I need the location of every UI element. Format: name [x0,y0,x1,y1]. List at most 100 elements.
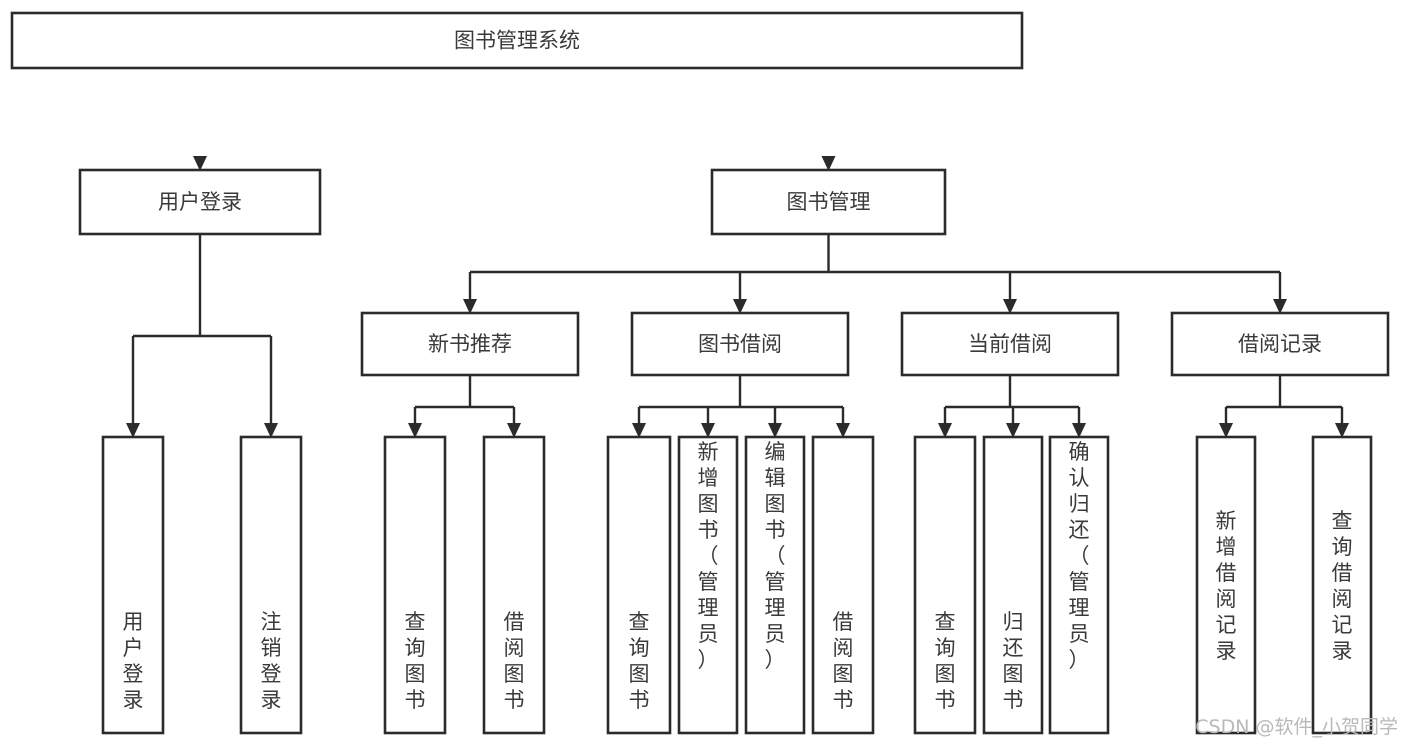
svg-text:管: 管 [698,570,719,594]
svg-text:）: ） [698,648,719,672]
svg-text:书: 书 [765,518,786,542]
svg-text:图: 图 [935,662,956,686]
node-box-book-manage [710,168,947,236]
svg-text:书: 书 [629,688,650,712]
node-box-leaf-query-book-recommend [383,435,447,735]
svg-text:管: 管 [1069,570,1090,594]
watermark-layer: CSDN @软件_小贺同学 [1195,716,1398,738]
arrow-head-icon [264,423,278,438]
svg-text:员: 员 [1069,622,1090,646]
node-box-new-book-recommend [360,311,580,377]
arrow-head-icon [821,156,836,171]
svg-text:理: 理 [698,596,719,620]
svg-text:书: 书 [698,518,719,542]
arrow-head-icon [126,423,140,438]
svg-text:记: 记 [1332,613,1353,637]
arrow-head-icon [768,423,782,438]
node-box-current-borrow [900,311,1120,377]
svg-text:登: 登 [123,662,144,686]
connector-layer [126,68,1349,438]
node-borrow-record[interactable]: 借阅记录 [1170,311,1390,377]
csdn-watermark: CSDN @软件_小贺同学 [1195,716,1398,738]
svg-text:阅: 阅 [1332,587,1353,611]
svg-text:记: 记 [1216,613,1237,637]
svg-text:询: 询 [935,636,956,660]
arrow-head-icon [632,423,646,438]
svg-text:阅: 阅 [833,636,854,660]
svg-text:录: 录 [1332,639,1353,663]
arrow-head-icon [1219,423,1233,438]
node-box-leaf-user-login [101,435,165,735]
svg-text:归: 归 [1003,610,1024,634]
node-box-leaf-borrow-book [811,435,875,735]
node-box-root [10,11,1024,70]
svg-text:登: 登 [261,662,282,686]
arrow-head-icon [1006,423,1020,438]
svg-text:确: 确 [1069,440,1090,464]
svg-text:增: 增 [1216,535,1237,559]
svg-text:图: 图 [765,492,786,516]
svg-text:（: （ [765,544,786,568]
node-label-user-login: 用户登录 [158,190,242,214]
node-book-borrow[interactable]: 图书借阅 [630,311,850,377]
svg-text:）: ） [765,648,786,672]
node-box-leaf-query-borrow-record [1311,435,1373,735]
svg-text:注: 注 [261,610,282,634]
arrow-head-icon [507,423,521,438]
svg-text:录: 录 [1216,639,1237,663]
svg-text:借: 借 [833,610,854,634]
node-box-leaf-query-book-borrow [606,435,672,735]
svg-text:新: 新 [1216,509,1237,533]
node-layer: 图书管理系统用户登录图书管理新书推荐图书借阅当前借阅借阅记录用户登录注销登录查询… [10,11,1390,735]
node-box-leaf-borrow-book-recommend [482,435,546,735]
svg-text:录: 录 [261,688,282,712]
node-box-book-borrow [630,311,850,377]
node-book-manage[interactable]: 图书管理 [710,168,947,236]
svg-text:（: （ [698,544,719,568]
svg-text:员: 员 [698,622,719,646]
arrow-head-icon [1335,423,1349,438]
svg-text:查: 查 [935,610,956,634]
svg-text:书: 书 [1003,688,1024,712]
svg-text:管: 管 [765,570,786,594]
svg-text:认: 认 [1069,466,1090,490]
svg-text:借: 借 [1332,561,1353,585]
node-root[interactable]: 图书管理系统 [10,11,1024,70]
node-user-login[interactable]: 用户登录 [78,168,322,236]
node-current-borrow[interactable]: 当前借阅 [900,311,1120,377]
svg-text:阅: 阅 [1216,587,1237,611]
arrow-head-icon [193,156,207,171]
node-box-leaf-query-book-current [913,435,977,735]
node-label-leaf-user-login: 用户登录 [123,610,144,712]
arrow-head-icon [408,423,422,438]
svg-text:理: 理 [765,596,786,620]
arrow-head-icon [836,423,850,438]
node-new-book-recommend[interactable]: 新书推荐 [360,311,580,377]
svg-text:用: 用 [123,610,144,634]
node-leaf-user-login[interactable]: 用户登录 [101,435,165,735]
svg-text:员: 员 [765,622,786,646]
node-box-leaf-return-book [982,435,1044,735]
arrow-head-icon [701,423,715,438]
